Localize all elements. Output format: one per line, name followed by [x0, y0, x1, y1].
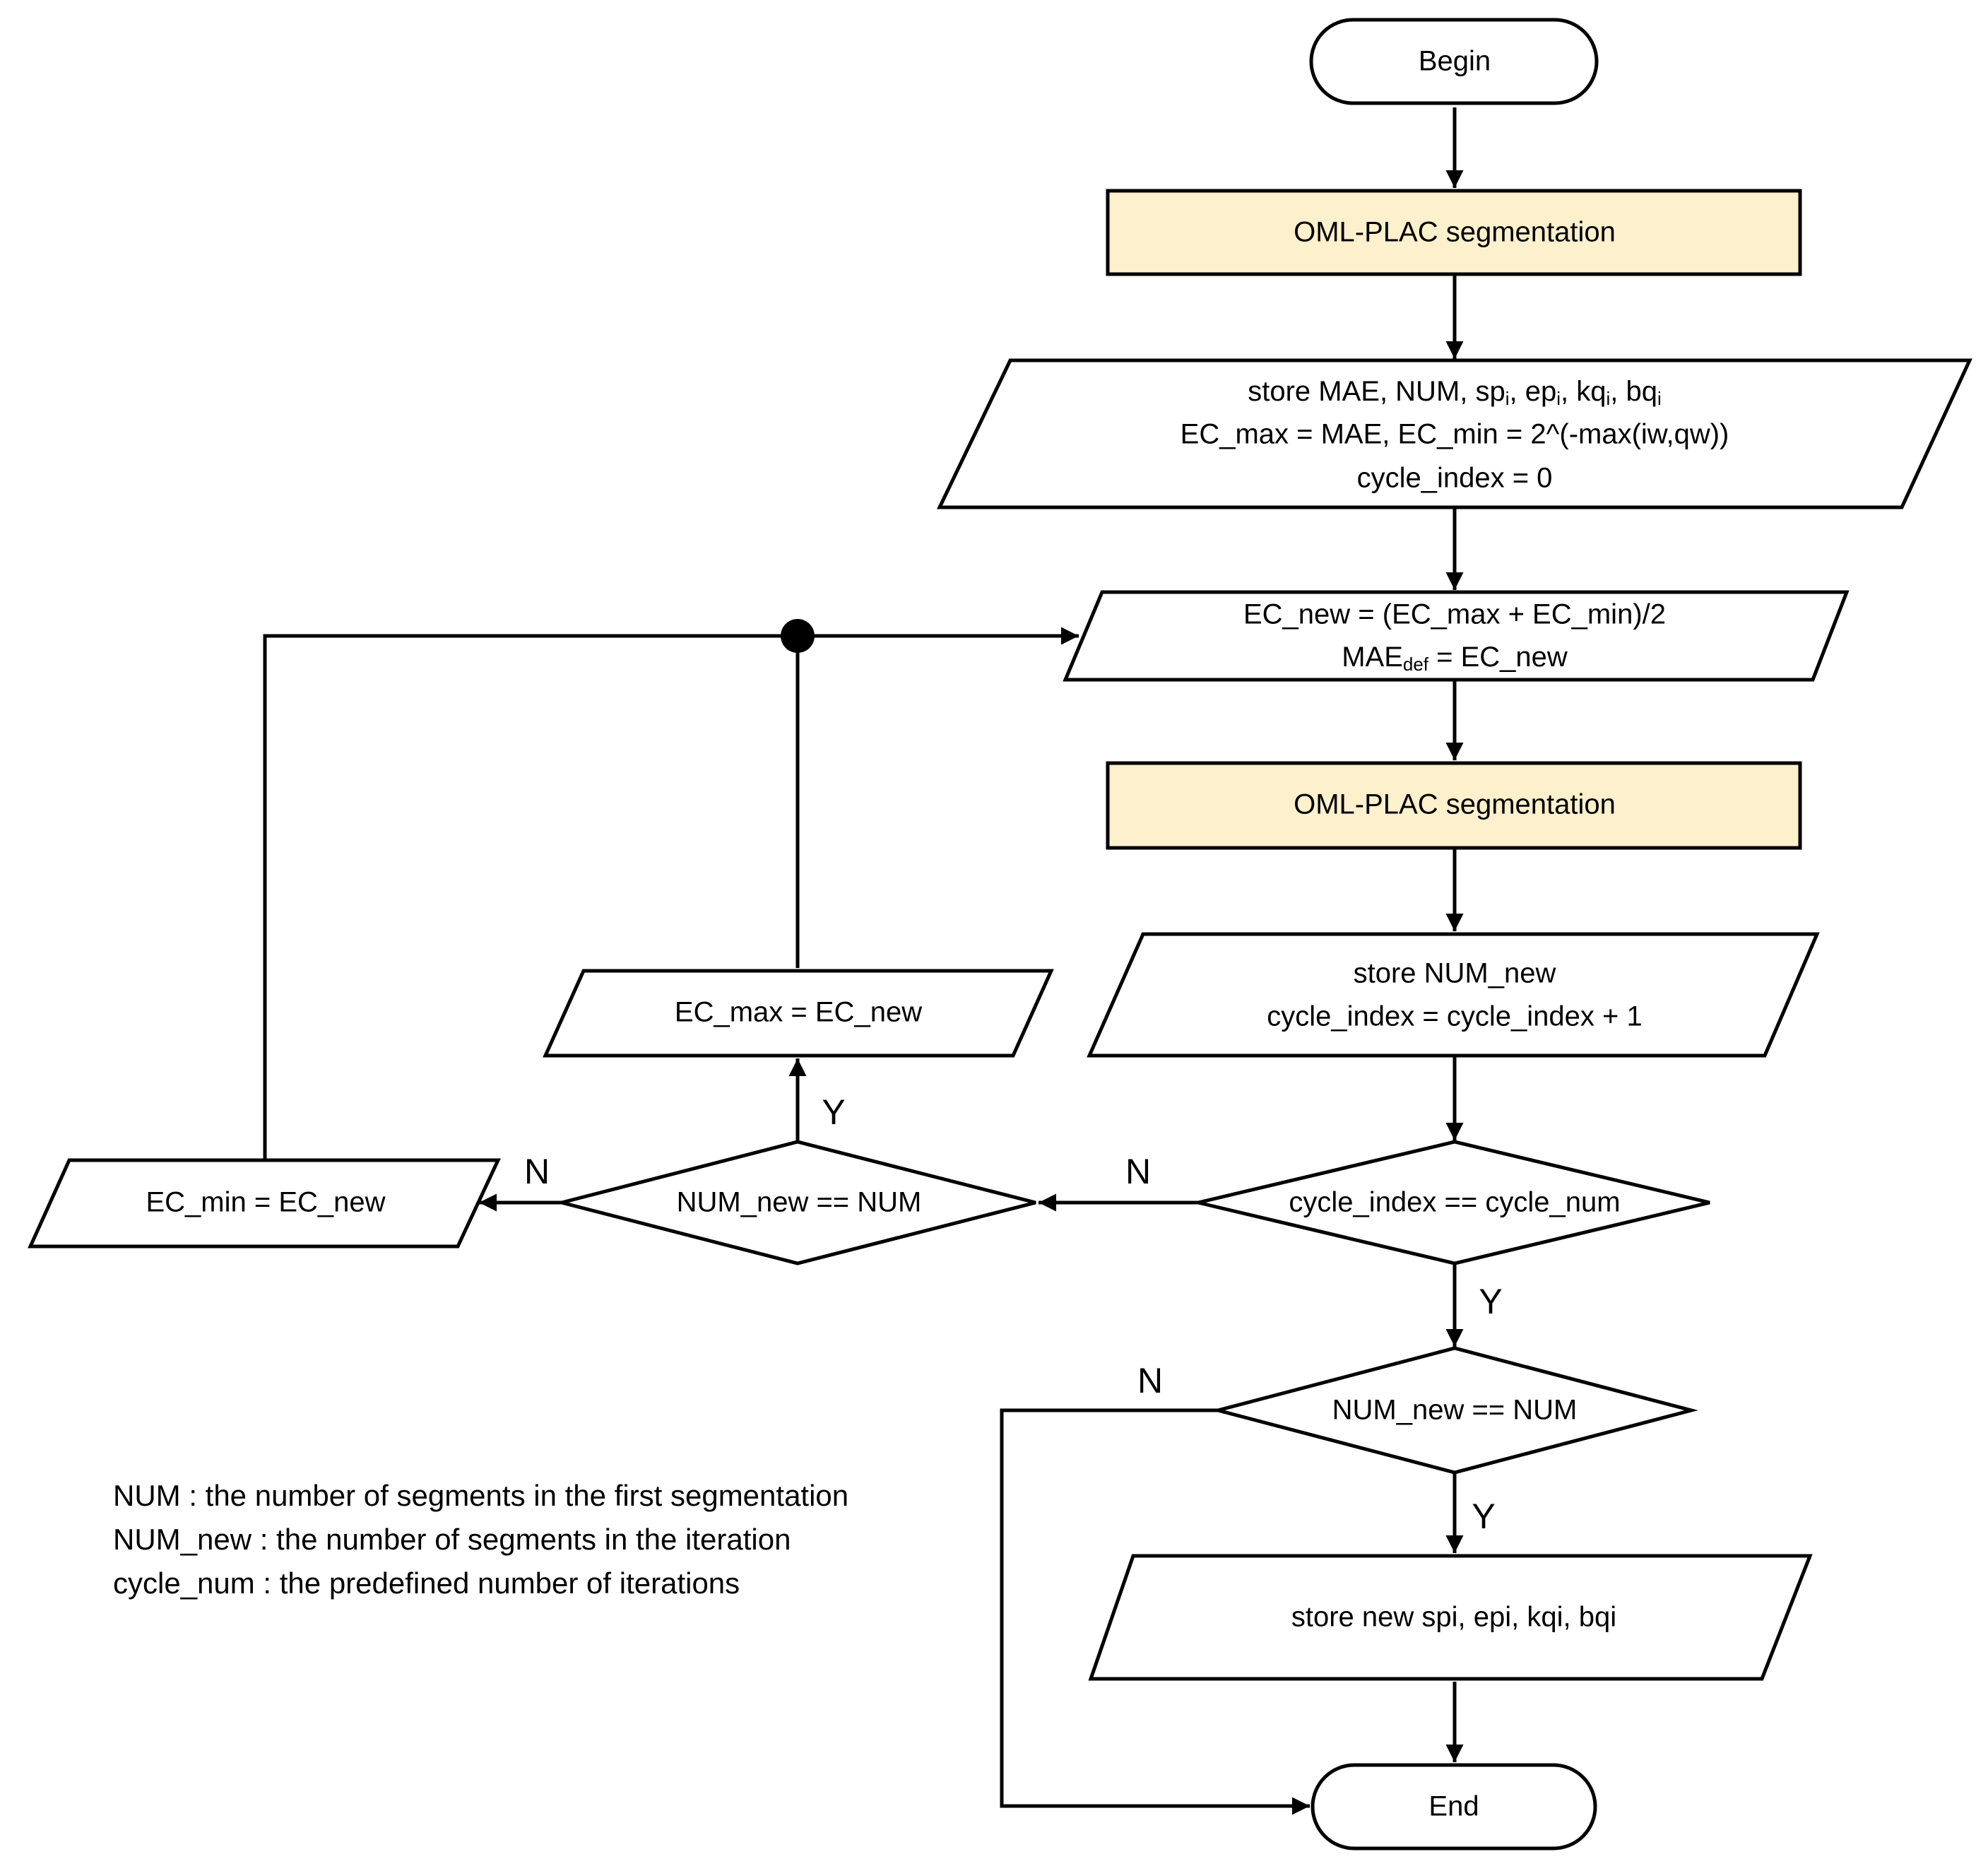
cond-num-left-label: NUM_new == NUM	[677, 1187, 922, 1218]
end-terminator: End	[1310, 1763, 1597, 1851]
label-cycle-yes: Y	[1479, 1282, 1502, 1321]
ecnew-line1: EC_new = (EC_max + EC_min)/2	[1243, 599, 1666, 630]
compute-ec-new: EC_new = (EC_max + EC_min)/2 MAEdef = EC…	[1063, 590, 1850, 682]
set-ec-min: EC_min = EC_new	[28, 1158, 501, 1249]
label-num-bottom-no: N	[1137, 1361, 1163, 1400]
label-num-left-yes: Y	[822, 1092, 845, 1132]
ecmax-label: EC_max = EC_new	[675, 997, 922, 1028]
decision-num-equal-left: NUM_new == NUM	[561, 1140, 1036, 1265]
decision-cycle-complete: cycle_index == cycle_num	[1197, 1140, 1710, 1265]
store1-line2: EC_max = MAE, EC_min = 2^(-max(iw,qw))	[1181, 419, 1729, 450]
begin-label: Begin	[1419, 46, 1491, 77]
segmentation-process-2: OML-PLAC segmentation	[1106, 761, 1802, 850]
segmentation-2-label: OML-PLAC segmentation	[1294, 789, 1616, 820]
cond-cycle-label: cycle_index == cycle_num	[1289, 1187, 1620, 1218]
store3-label: store new spi, epi, kqi, bqi	[1291, 1602, 1616, 1633]
end-label: End	[1428, 1791, 1479, 1822]
junction-dot	[781, 619, 815, 653]
store-new-parameters: store new spi, epi, kqi, bqi	[1088, 1554, 1813, 1681]
edge-ecmin-loop-back	[263, 627, 1079, 1159]
store2-line2: cycle_index = cycle_index + 1	[1267, 1001, 1642, 1032]
store-initial-data: store MAE, NUM, spi, epi, kqi, bqi EC_ma…	[937, 358, 1972, 509]
ecmin-label: EC_min = EC_new	[146, 1187, 385, 1218]
ecnew-line2: MAEdef = EC_new	[1342, 642, 1568, 675]
legend-line-3: cycle_num : the predefined number of ite…	[113, 1566, 740, 1600]
legend-line-2: NUM_new : the number of segments in the …	[113, 1523, 791, 1556]
begin-terminator: Begin	[1309, 18, 1599, 105]
legend-line-1: NUM : the number of segments in the firs…	[113, 1479, 848, 1512]
store1-line3: cycle_index = 0	[1357, 463, 1553, 494]
segmentation-process-1: OML-PLAC segmentation	[1106, 189, 1802, 276]
store-num-new: store NUM_new cycle_index = cycle_index …	[1087, 932, 1820, 1058]
segmentation-1-label: OML-PLAC segmentation	[1294, 217, 1616, 248]
store1-line1: store MAE, NUM, spi, epi, kqi, bqi	[1248, 376, 1662, 409]
label-cycle-no: N	[1125, 1152, 1151, 1191]
label-num-bottom-yes: Y	[1472, 1497, 1495, 1536]
store2-line1: store NUM_new	[1354, 958, 1556, 989]
cond-num-bottom-label: NUM_new == NUM	[1332, 1395, 1578, 1426]
decision-num-equal-bottom: NUM_new == NUM	[1211, 1346, 1698, 1475]
legend: NUM : the number of segments in the firs…	[113, 1479, 848, 1600]
label-num-left-no: N	[524, 1152, 550, 1191]
set-ec-max: EC_max = EC_new	[543, 969, 1054, 1058]
edge-num-bottom-no-to-end	[1000, 1408, 1310, 1815]
